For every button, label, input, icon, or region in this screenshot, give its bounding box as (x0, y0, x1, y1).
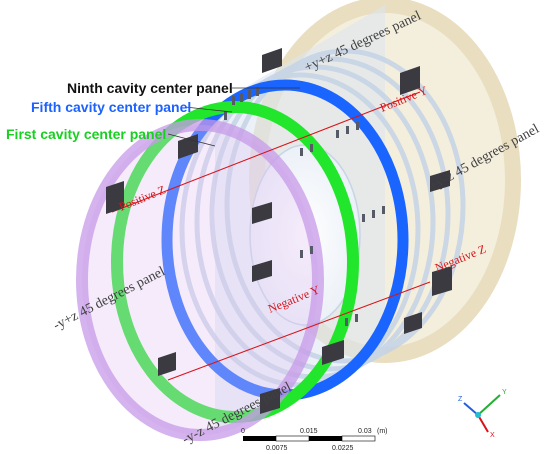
triad-y-label: Y (502, 389, 507, 396)
scale-tick-00075: 0.0075 (266, 445, 288, 452)
ring-tabs (224, 87, 385, 326)
fifth-cavity-callout: Fifth cavity center panel (31, 99, 191, 115)
scale-tick-0: 0 (241, 428, 245, 435)
first-cavity-callout: First cavity center panel (6, 126, 166, 142)
outer-ring-front (76, 119, 324, 441)
first-cavity-ring (111, 101, 359, 423)
triad-x-label: X (490, 432, 495, 439)
scale-tick-015: 0.015 (300, 428, 318, 435)
coordinate-triad: Y Z X (458, 389, 507, 439)
ninth-cavity-callout: Ninth cavity center panel (67, 80, 233, 96)
scale-tick-03: 0.03 (358, 428, 372, 435)
scale-bar: 0 0.015 0.03 (m) 0.0075 0.0225 (241, 428, 388, 452)
scale-tick-00225: 0.0225 (332, 445, 354, 452)
dark-panels (106, 48, 452, 414)
scale-unit: (m) (377, 428, 388, 435)
callout-leaders (167, 87, 300, 147)
triad-z-label: Z (458, 396, 463, 403)
axis-lines (111, 91, 431, 381)
